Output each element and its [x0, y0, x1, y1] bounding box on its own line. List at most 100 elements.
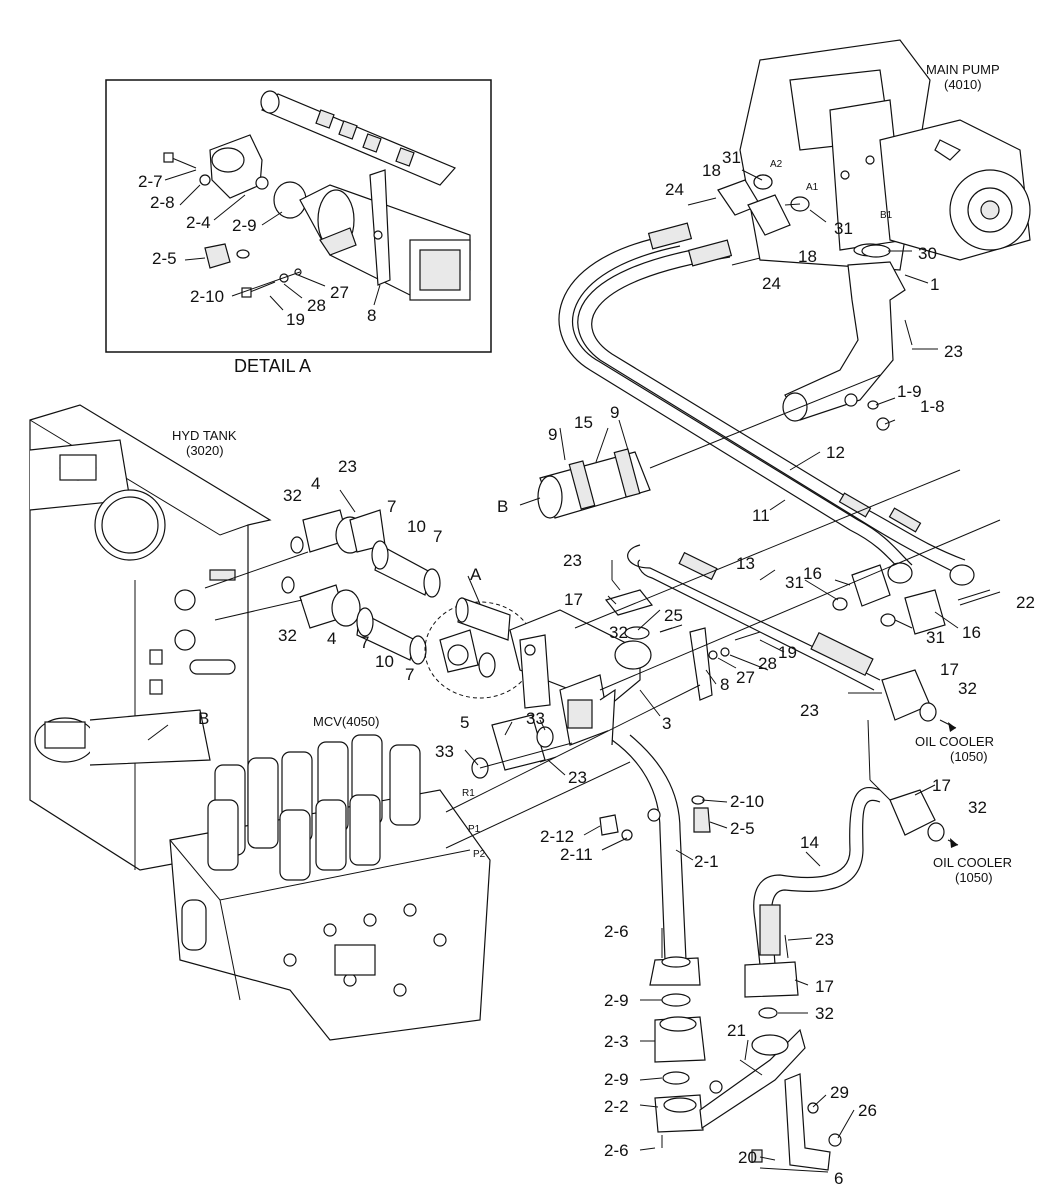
- callout-2-6-upper: 2-6: [604, 922, 629, 941]
- callout-17-bottom: 17: [815, 977, 834, 996]
- callout-2-7: 2-7: [138, 172, 163, 191]
- callout-2-1: 2-1: [694, 852, 719, 871]
- callout-18-left: 18: [702, 161, 721, 180]
- callout-1-8: 1-8: [920, 397, 945, 416]
- callout-14: 14: [800, 833, 819, 852]
- hose-b-assembly: [537, 374, 881, 519]
- port-a1: A1: [806, 182, 819, 193]
- callout-13: 13: [736, 554, 755, 573]
- oil-cooler-lower-code: (1050): [955, 870, 993, 885]
- callout-15: 15: [574, 413, 593, 432]
- callout-4-up: 4: [311, 474, 320, 493]
- callout-33-upper: 33: [526, 709, 545, 728]
- o-ring-30: [861, 244, 891, 258]
- callout-2-6-lower: 2-6: [604, 1141, 629, 1160]
- callout-18-right: 18: [798, 247, 817, 266]
- hyd-tank-code: (3020): [186, 443, 224, 458]
- callout-10-up: 10: [407, 517, 426, 536]
- callout-2-9-detail: 2-9: [232, 216, 257, 235]
- callout-28-main: 28: [758, 654, 777, 673]
- callout-7-d: 7: [405, 665, 414, 684]
- callout-23-tank: 23: [338, 457, 357, 476]
- callout-17-lower: 17: [932, 776, 951, 795]
- callout-2-5-detail: 2-5: [152, 249, 177, 268]
- callout-19-detail: 19: [286, 310, 305, 329]
- callout-31-mid-right: 31: [926, 628, 945, 647]
- oil-cooler-upper-code: (1050): [950, 749, 988, 764]
- callout-2-11: 2-11: [560, 845, 593, 864]
- callout-22: 22: [1016, 593, 1035, 612]
- port-p2: P2: [473, 849, 486, 860]
- callout-17-mid: 17: [564, 590, 583, 609]
- suction-elbow-pipe: [782, 243, 913, 431]
- callout-31-right: 31: [834, 219, 853, 238]
- callout-2-10: 2-10: [730, 792, 764, 811]
- misc-fittings: [445, 469, 1001, 849]
- split-flange-16: [832, 564, 991, 635]
- mcv-label: MCV(4050): [313, 714, 379, 729]
- callout-27-main: 27: [736, 668, 755, 687]
- port-r1: R1: [462, 788, 475, 799]
- callout-9-right: 9: [610, 403, 619, 422]
- hyd-tank-label: HYD TANK: [172, 428, 237, 443]
- callout-8-detail: 8: [367, 306, 376, 325]
- callout-24-left: 24: [665, 180, 684, 199]
- main-pump-code: (4010): [944, 77, 982, 92]
- callout-17-right: 17: [940, 660, 959, 679]
- callout-1-9: 1-9: [897, 382, 922, 401]
- callout-5: 5: [460, 713, 469, 732]
- detail-ref-a: A: [470, 565, 482, 584]
- callout-23-mid: 23: [563, 551, 582, 570]
- callout-7-b: 7: [433, 527, 442, 546]
- callout-2-4: 2-4: [186, 213, 211, 232]
- pipe-13: [627, 544, 881, 691]
- callout-8-main: 8: [720, 675, 729, 694]
- lower-fittings: [654, 928, 842, 1171]
- callout-27-detail: 27: [330, 283, 349, 302]
- callout-12: 12: [826, 443, 845, 462]
- oil-cooler-lower-label: OIL COOLER: [933, 855, 1012, 870]
- callout-32-mid: 32: [609, 623, 628, 642]
- callout-23-pump: 23: [944, 342, 963, 361]
- callout-6: 6: [834, 1169, 843, 1188]
- callout-31-top: 31: [722, 148, 741, 167]
- callout-2-12: 2-12: [540, 827, 574, 846]
- callout-31-mid-left: 31: [785, 573, 804, 592]
- hose-14: [744, 787, 959, 1019]
- callout-32-tank-low: 32: [278, 626, 297, 645]
- callout-2-5: 2-5: [730, 819, 755, 838]
- callout-2-2: 2-2: [604, 1097, 629, 1116]
- bolt-22: [959, 591, 1001, 606]
- detail-ref-b-tank: B: [198, 709, 209, 728]
- main-pump: [739, 39, 1031, 271]
- callout-26: 26: [858, 1101, 877, 1120]
- callout-28-detail: 28: [307, 296, 326, 315]
- callout-2-10-detail: 2-10: [190, 287, 224, 306]
- callout-30: 30: [918, 244, 937, 263]
- hydraulic-tank: [29, 404, 272, 871]
- callout-25: 25: [664, 606, 683, 625]
- callout-11: 11: [752, 506, 770, 525]
- callout-32-lower: 32: [968, 798, 987, 817]
- leader-lines: [147, 169, 959, 1173]
- callout-9-left: 9: [548, 425, 557, 444]
- callout-23-right: 23: [800, 701, 819, 720]
- callout-33-lower: 33: [435, 742, 454, 761]
- callout-2-9-lower: 2-9: [604, 1070, 629, 1089]
- callout-32-right: 32: [958, 679, 977, 698]
- pressure-pipe-3: [509, 609, 652, 746]
- suction-hoses: [558, 222, 975, 586]
- callout-2-9-upper: 2-9: [604, 991, 629, 1010]
- callout-1: 1: [930, 275, 939, 294]
- detail-a-marker: [424, 597, 536, 699]
- flange-17-upper: [848, 669, 957, 732]
- callout-23-mcv: 23: [568, 768, 587, 787]
- port-b1: B1: [880, 210, 893, 221]
- callout-24-right: 24: [762, 274, 781, 293]
- callout-20: 20: [738, 1148, 757, 1167]
- detail-a-title: DETAIL A: [234, 356, 311, 376]
- callout-29: 29: [830, 1083, 849, 1102]
- callout-4-low: 4: [327, 629, 336, 648]
- port-a2: A2: [770, 159, 783, 170]
- callout-3: 3: [662, 714, 671, 733]
